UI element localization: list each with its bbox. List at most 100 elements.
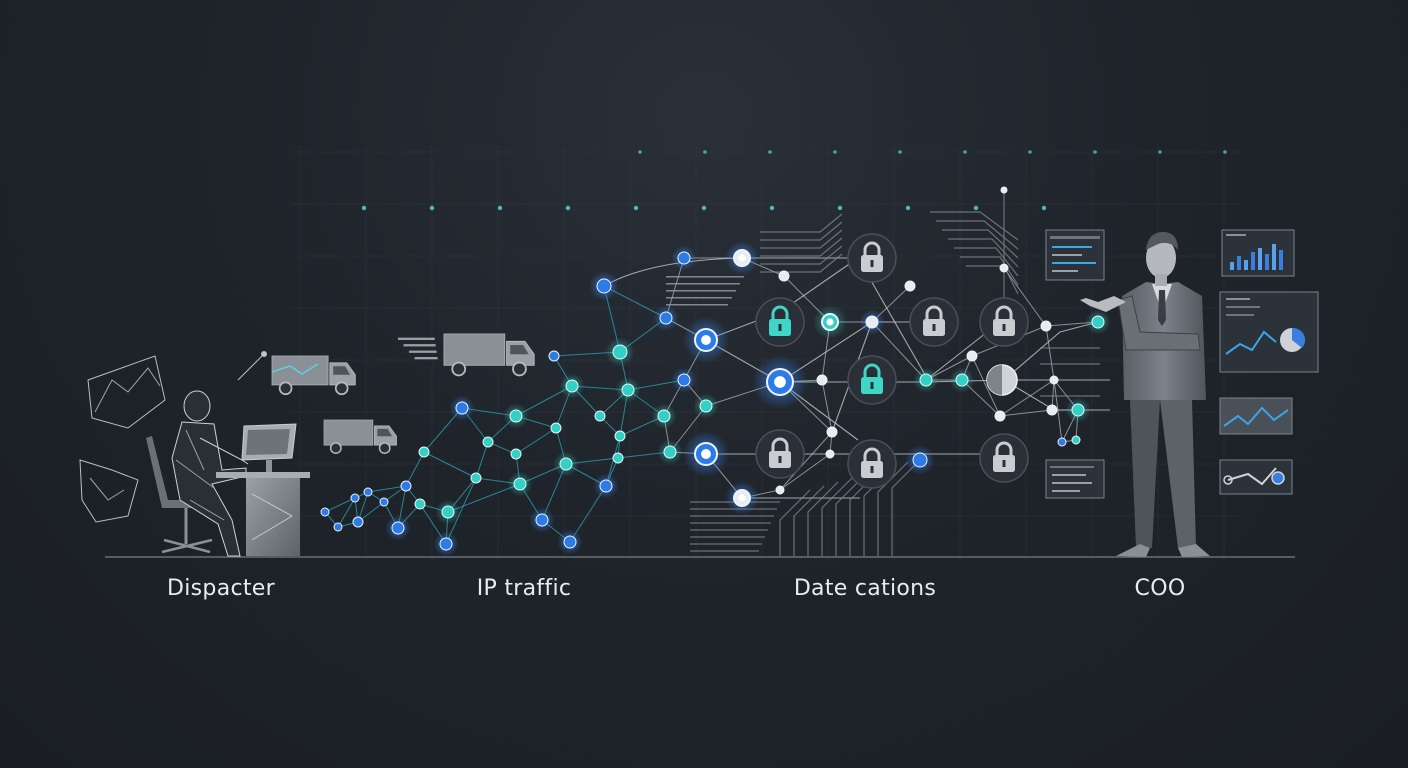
dispatcher-label: Dispacter	[167, 576, 275, 601]
network-node	[563, 535, 577, 549]
truck-icon	[271, 355, 356, 396]
truck-icon	[398, 333, 535, 377]
network-node	[1057, 437, 1067, 447]
network-node	[826, 426, 838, 438]
network-node	[612, 344, 628, 360]
chart-panel-icon	[1045, 229, 1105, 281]
trucks	[271, 333, 535, 455]
network-node	[596, 278, 612, 294]
coo-label: COO	[1134, 576, 1186, 601]
network-node	[594, 410, 606, 422]
network-node	[825, 449, 835, 459]
network-node	[775, 485, 785, 495]
network-node	[565, 379, 579, 393]
grid-dot	[837, 205, 843, 211]
wireframe-chart-icon	[79, 351, 267, 523]
grid-dot	[769, 205, 775, 211]
gauge-panel-icon	[1219, 459, 1293, 495]
network-node	[1049, 375, 1059, 385]
ip-traffic-label: IP traffic	[476, 576, 572, 601]
network-node	[352, 516, 364, 528]
person-wireframe-icon	[171, 390, 249, 557]
network-node	[510, 448, 522, 460]
network-node	[1040, 320, 1052, 332]
network-node	[865, 315, 879, 329]
network-node	[614, 430, 626, 442]
person-icon	[1080, 232, 1210, 557]
network-node	[904, 280, 916, 292]
network-node	[663, 445, 677, 459]
network-node	[363, 487, 373, 497]
grid-dot	[1093, 150, 1097, 154]
grid-dot	[973, 205, 979, 211]
network-node	[1000, 186, 1008, 194]
grid-dot	[565, 205, 571, 211]
network-node	[1091, 315, 1105, 329]
monitor-icon	[241, 423, 297, 472]
network-node	[599, 479, 613, 493]
chair-icon	[146, 436, 214, 508]
grid-dot	[361, 205, 367, 211]
lock-icon	[847, 439, 897, 489]
network-node	[677, 373, 691, 387]
network-nodes	[320, 186, 1111, 557]
network-node	[513, 477, 527, 491]
lock-icon	[909, 297, 959, 347]
network-node	[320, 507, 330, 517]
network-node	[919, 373, 933, 387]
network-node	[379, 497, 389, 507]
network-node	[441, 505, 455, 519]
grid-dot	[429, 205, 435, 211]
grid-dot	[898, 150, 902, 154]
network-node	[559, 457, 573, 471]
lock-icon	[979, 433, 1029, 483]
circuit-traces	[690, 190, 1100, 556]
network-node	[550, 422, 562, 434]
network-node	[699, 399, 713, 413]
bar-chart-panel-icon	[1221, 229, 1295, 277]
grid-dot	[1028, 150, 1032, 154]
truck-icon	[323, 419, 397, 455]
network-node	[333, 522, 343, 532]
grid-dot	[703, 150, 707, 154]
network-node	[955, 373, 969, 387]
network-node	[482, 436, 494, 448]
network-node	[455, 401, 469, 415]
network-node	[816, 374, 828, 386]
network-node	[418, 446, 430, 458]
network-node	[912, 452, 928, 468]
network-node	[1071, 435, 1081, 445]
data-cations-label: Date cations	[793, 576, 937, 601]
lock-icon	[847, 355, 897, 405]
trend-panel-icon	[1219, 397, 1293, 435]
grid-dot	[1041, 205, 1047, 211]
network-node	[677, 251, 691, 265]
list-panel-icon	[1045, 459, 1105, 499]
network-node	[391, 521, 405, 535]
lock-icon	[847, 233, 897, 283]
lock-icon	[979, 297, 1029, 347]
network-node	[778, 270, 790, 282]
network-node	[439, 537, 453, 551]
grid-dot	[833, 150, 837, 154]
security-locks	[755, 233, 1029, 489]
network-node	[350, 493, 360, 503]
network-node	[1071, 403, 1085, 417]
desk-icon	[216, 472, 310, 556]
network-node	[470, 472, 482, 484]
dispatcher-figure	[79, 351, 310, 557]
network-node	[400, 480, 412, 492]
network-node	[659, 311, 673, 325]
network-node	[966, 350, 978, 362]
grid-dot	[905, 205, 911, 211]
lock-icon	[755, 429, 805, 479]
grid-dot	[633, 205, 639, 211]
network-node	[999, 263, 1009, 273]
grid-dot	[701, 205, 707, 211]
network-node	[657, 409, 671, 423]
network-node	[535, 513, 549, 527]
lock-icon	[755, 297, 805, 347]
grid-dot	[1158, 150, 1162, 154]
grid-dot	[1223, 150, 1227, 154]
